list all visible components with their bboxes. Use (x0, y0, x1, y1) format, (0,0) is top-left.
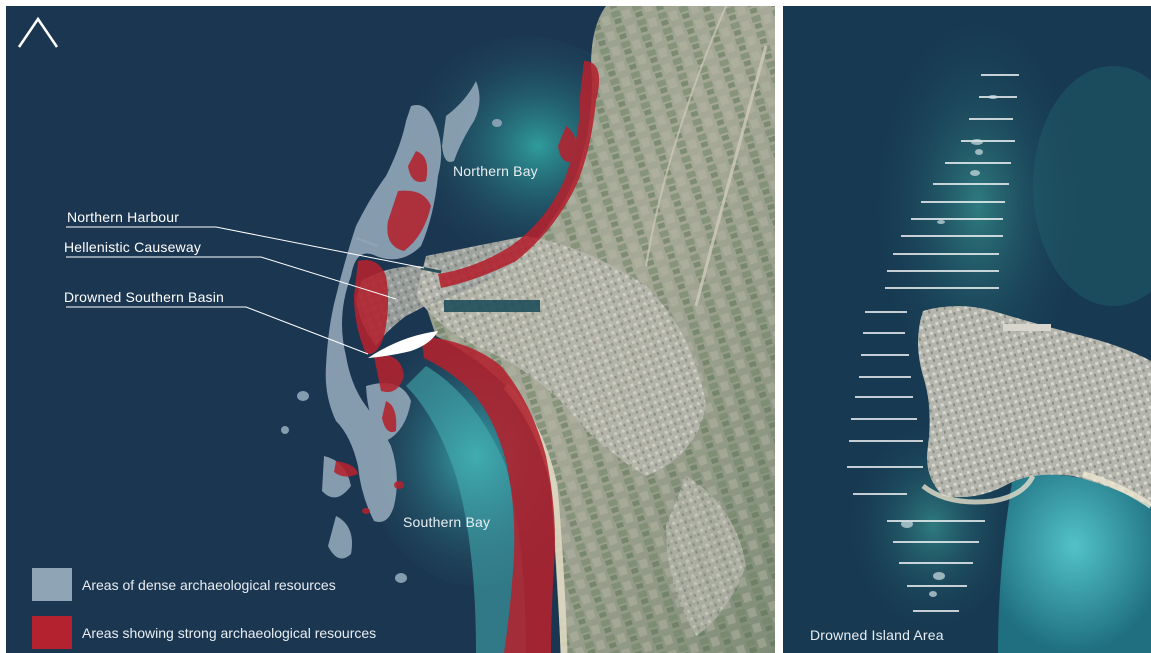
legend-label-dense: Areas of dense archaeological resources (82, 576, 336, 593)
southern-bay-label: Southern Bay (403, 514, 491, 530)
legend-item-dense: Areas of dense archaeological resources (32, 568, 336, 601)
reef-shallows (868, 6, 1088, 406)
legend-swatch-strong (32, 616, 72, 649)
drowned-island-label: Drowned Island Area (810, 627, 944, 643)
callout-hellenistic-causeway: Hellenistic Causeway (64, 239, 202, 255)
causeway-channel (444, 300, 540, 312)
main-map-image (6, 6, 775, 653)
transect-lines (847, 74, 1019, 612)
lagoon (998, 474, 1151, 653)
inset-map-image (783, 6, 1151, 653)
northern-bay-label: Northern Bay (453, 163, 538, 179)
legend-item-strong: Areas showing strong archaeological reso… (32, 616, 376, 649)
urban-area (416, 236, 706, 476)
legend-label-strong: Areas showing strong archaeological reso… (82, 624, 377, 641)
legend-swatch-dense (32, 568, 72, 601)
inset-map-panel: Drowned Island Area (783, 6, 1151, 653)
callout-leaders (66, 226, 425, 355)
island-town (918, 306, 1151, 506)
drowned-basin-marker (368, 331, 438, 358)
main-map-panel: Northern Bay Southern Bay Northern Harbo… (6, 6, 775, 653)
strong-resources-overlay (334, 61, 600, 653)
north-arrow-icon (17, 16, 59, 48)
callout-drowned-southern-basin: Drowned Southern Basin (64, 289, 225, 305)
callout-northern-harbour: Northern Harbour (67, 209, 180, 225)
